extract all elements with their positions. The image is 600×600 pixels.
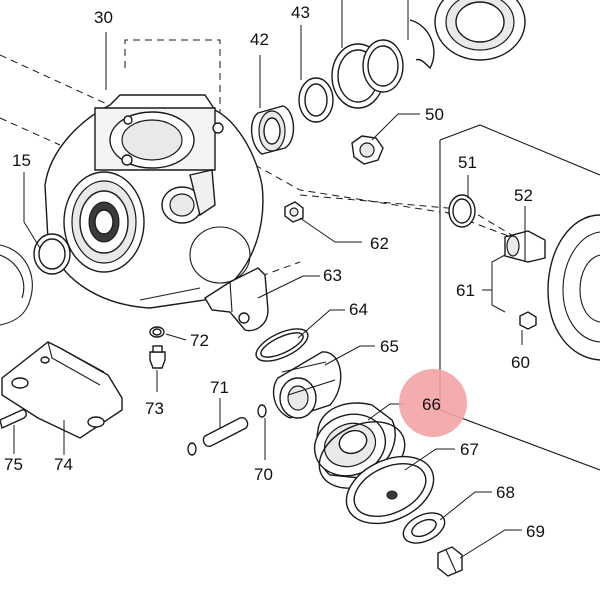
callout-61: 61 <box>456 281 475 300</box>
highlight-marker-66 <box>399 369 467 437</box>
cap-part-66 <box>313 402 406 489</box>
flange-right <box>547 214 600 361</box>
needle-bearing-part-42 <box>251 105 295 155</box>
nipple-part-73 <box>149 345 166 369</box>
callout-51: 51 <box>458 153 477 172</box>
callout-71: 71 <box>210 378 229 397</box>
callout-52: 52 <box>514 186 533 205</box>
cover-part-67 <box>345 455 435 525</box>
callout-65: 65 <box>380 337 399 356</box>
piston-part-65 <box>272 351 342 419</box>
callout-66: 66 <box>422 395 441 414</box>
callout-30: 30 <box>94 8 113 27</box>
callout-64: 64 <box>349 300 368 319</box>
callout-69: 69 <box>526 522 545 541</box>
mount-plate-part-74 <box>1 341 123 439</box>
callout-60: 60 <box>511 353 530 372</box>
callout-70: 70 <box>254 465 273 484</box>
callout-73: 73 <box>145 399 164 418</box>
ball-bearing-top-right <box>434 0 526 61</box>
o-ring-part-15 <box>33 233 71 275</box>
plug-part-62 <box>284 201 304 223</box>
o-ring-part-70 <box>187 404 267 456</box>
bolt-part-60 <box>519 311 537 330</box>
washer-part-68 <box>402 512 446 544</box>
snap-ring-part-43 <box>298 77 334 123</box>
callout-68: 68 <box>496 483 515 502</box>
callout-labels: 30 43 42 50 15 51 52 62 61 63 64 72 65 6… <box>4 3 545 541</box>
callout-63: 63 <box>323 266 342 285</box>
callout-42: 42 <box>250 30 269 49</box>
ring-part-72 <box>149 326 165 338</box>
leader-lines <box>13 0 526 559</box>
callout-43: 43 <box>291 3 310 22</box>
pin-part-71 <box>202 416 249 448</box>
callout-50: 50 <box>425 105 444 124</box>
callout-74: 74 <box>54 455 73 474</box>
bracket-part-63 <box>204 267 269 332</box>
ring-left-edge <box>0 244 33 326</box>
bolt-part-75 <box>0 409 27 429</box>
callout-15: 15 <box>12 151 31 170</box>
housing-part-30 <box>44 94 264 309</box>
callout-67: 67 <box>460 440 479 459</box>
callout-75: 75 <box>4 455 23 474</box>
o-ring-part-51 <box>448 194 476 228</box>
o-ring-part-64 <box>255 328 309 362</box>
ring-set-upper <box>331 19 435 109</box>
nut-part-50 <box>351 135 384 165</box>
bolt-part-69 <box>437 546 463 577</box>
callout-62: 62 <box>370 234 389 253</box>
callout-72: 72 <box>190 331 209 350</box>
fitting-part-52 <box>504 230 546 263</box>
